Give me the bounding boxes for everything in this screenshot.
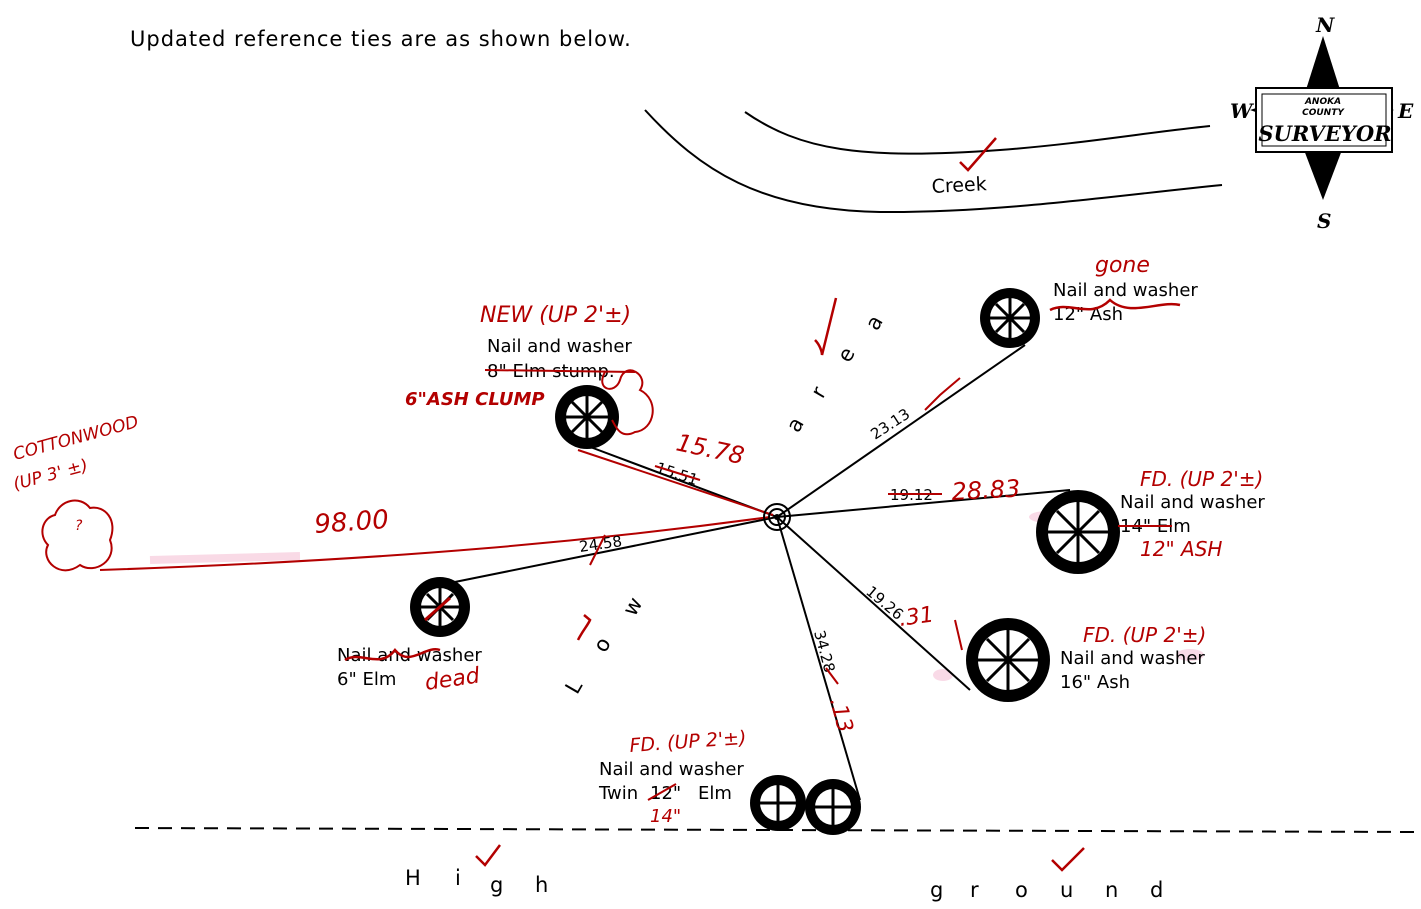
- checkmark-icon: [814, 297, 838, 356]
- svg-text:r: r: [970, 878, 979, 902]
- monument-icon: [763, 503, 791, 531]
- svg-text:o: o: [589, 633, 616, 656]
- svg-text:FD. (UP 2'±): FD. (UP 2'±): [629, 727, 747, 757]
- svg-text:12" Ash: 12" Ash: [1053, 304, 1123, 325]
- tie-ash-12-ne: Nail and washer 12" Ash 23.13 gone: [867, 253, 1198, 443]
- tie-cottonwood: COTTONWOOD (UP 3' ±) ? 98.00: [11, 412, 390, 572]
- svg-text:Nail and washer: Nail and washer: [1120, 492, 1265, 513]
- compass-rose-icon: ANOKA COUNTY SURVEYOR N S W E: [1230, 13, 1414, 233]
- svg-text:u: u: [1060, 878, 1073, 902]
- high-ground-line: [134, 827, 1416, 833]
- svg-text:a: a: [861, 311, 888, 334]
- compass-south: S: [1317, 209, 1331, 233]
- svg-text:Nail and washer: Nail and washer: [1060, 648, 1205, 669]
- creek-label: Creek: [931, 173, 987, 198]
- svg-text:e: e: [833, 343, 860, 366]
- creek: Creek: [644, 109, 1223, 214]
- svg-text:Nail and washer: Nail and washer: [1053, 280, 1198, 301]
- svg-text:15.78: 15.78: [674, 428, 747, 470]
- svg-text:H: H: [405, 866, 421, 890]
- svg-text:h: h: [535, 873, 548, 897]
- tie-lines: [99, 344, 1071, 801]
- svg-text:Nail and washer: Nail and washer: [487, 336, 632, 357]
- svg-text:Twin: Twin: [598, 783, 638, 804]
- svg-text:Nail and washer: Nail and washer: [599, 759, 744, 780]
- tree-ash-12-ne: [980, 288, 1040, 348]
- svg-text:?: ?: [75, 518, 83, 534]
- svg-text:COTTONWOOD: COTTONWOOD: [11, 412, 141, 465]
- svg-text:16" Ash: 16" Ash: [1060, 672, 1130, 693]
- tie-elm-stump: Nail and washer 8" Elm stump. NEW (UP 2'…: [405, 303, 747, 489]
- svg-text:gone: gone: [1095, 253, 1150, 278]
- svg-text:dead: dead: [423, 663, 482, 696]
- compass-badge-line1: ANOKA: [1304, 97, 1341, 107]
- svg-text:6"ASH CLUMP: 6"ASH CLUMP: [405, 389, 545, 410]
- checkmark-icon: [959, 137, 997, 172]
- svg-text:d: d: [1150, 878, 1163, 902]
- compass-badge-line2: COUNTY: [1302, 108, 1345, 118]
- svg-text:L: L: [561, 676, 588, 698]
- compass-north: N: [1315, 13, 1335, 37]
- svg-text:28.83: 28.83: [951, 474, 1021, 506]
- svg-text:g: g: [490, 873, 503, 897]
- tie-elm-6: Nail and washer 6" Elm dead 24.58: [337, 532, 623, 696]
- svg-text:n: n: [1105, 878, 1118, 902]
- checkmark-icon: [475, 844, 501, 867]
- svg-text:g: g: [930, 878, 943, 902]
- svg-text:14": 14": [650, 806, 681, 827]
- svg-text:i: i: [455, 866, 461, 890]
- compass-east: E: [1397, 99, 1414, 123]
- header-note: Updated reference ties are as shown belo…: [130, 27, 632, 51]
- svg-text:w: w: [618, 593, 647, 620]
- svg-text:a: a: [782, 413, 809, 436]
- high-ground-label: H i g h g r o u n d: [405, 844, 1163, 902]
- svg-text:34.28: 34.28: [810, 628, 839, 674]
- svg-text:r: r: [806, 382, 831, 402]
- svg-text:6" Elm: 6" Elm: [337, 669, 396, 690]
- tree-elm-stump: [555, 385, 619, 449]
- svg-text:Elm: Elm: [698, 783, 732, 804]
- svg-text:98.00: 98.00: [313, 505, 389, 540]
- svg-text:Nail and washer: Nail and washer: [337, 645, 482, 666]
- svg-text:12" ASH: 12" ASH: [1140, 537, 1222, 561]
- checkmark-icon: [576, 614, 592, 641]
- compass-badge-line3: SURVEYOR: [1258, 121, 1391, 146]
- svg-text:.13: .13: [824, 695, 857, 735]
- compass-west: W: [1230, 99, 1255, 123]
- svg-text:o: o: [1015, 878, 1028, 902]
- checkmark-icon: [1051, 847, 1085, 872]
- tree-twin-elm: [750, 775, 861, 835]
- tree-ash-16: [966, 618, 1050, 702]
- tree-elm-6: [410, 577, 470, 637]
- tree-elm-14-east: [1036, 490, 1120, 574]
- svg-text:12": 12": [650, 783, 681, 804]
- svg-text:FD. (UP 2'±): FD. (UP 2'±): [1140, 467, 1263, 491]
- svg-text:NEW (UP 2'±): NEW (UP 2'±): [480, 303, 631, 328]
- tie-elm-14-east: FD. (UP 2'±) Nail and washer 14" Elm 12"…: [888, 467, 1265, 561]
- svg-text:.31: .31: [897, 602, 935, 632]
- svg-text:FD. (UP 2'±): FD. (UP 2'±): [1083, 623, 1206, 647]
